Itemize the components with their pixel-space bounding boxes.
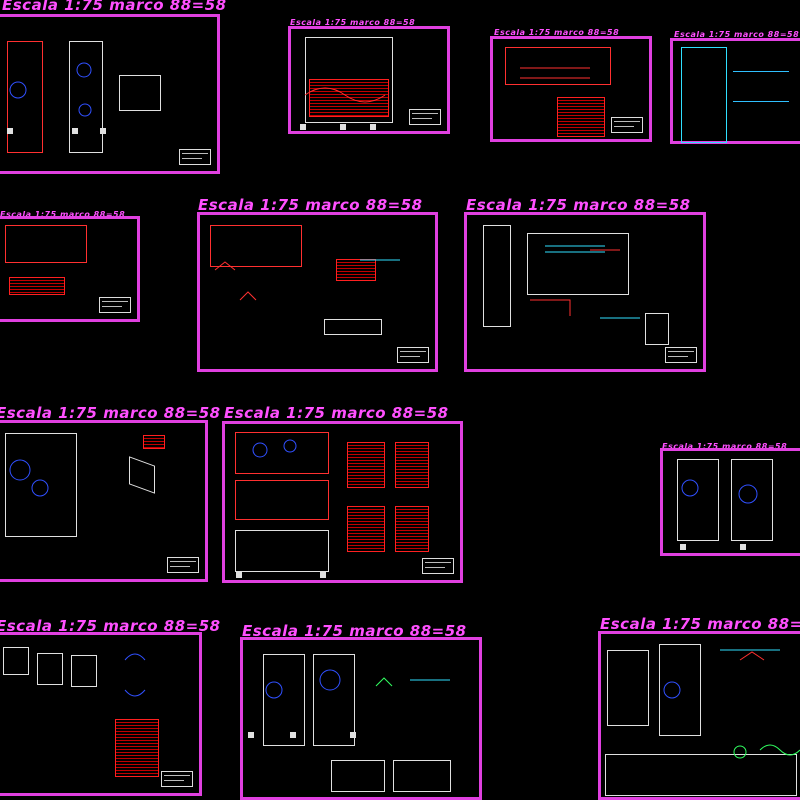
roof-plan [505,47,611,85]
legend-table [395,442,429,488]
floor-plan [263,654,305,746]
title-block [397,347,429,363]
title-block [422,558,454,574]
drawing-sheet-12[interactable] [240,637,482,800]
detail-drawing [37,653,63,685]
sheet-title: Escala 1:75 marco 88=58 [600,615,800,633]
detail-drawing [527,233,629,295]
ceiling-plan [210,225,302,267]
roof-plan [483,225,511,327]
drawing-sheet-5[interactable] [0,216,140,322]
elevation-drawing [607,650,649,726]
sheet-title: Escala 1:75 marco 88=58 [198,196,423,214]
floor-plan [235,432,329,474]
sheet-title: Escala 1:75 marco 88=58 [0,210,126,219]
detail-drawing [324,319,382,335]
sheet-title: Escala 1:75 marco 88=58 [662,442,788,451]
schedule-table [115,719,159,777]
floor-plan [731,459,773,541]
drawing-sheet-9[interactable] [222,421,463,583]
title-block [161,771,193,787]
notes-table [605,754,797,796]
sheet-title: Escala 1:75 marco 88=58 [242,622,467,640]
dimension-line [733,71,789,72]
title-block [167,557,199,573]
drawing-sheet-7[interactable] [464,212,706,372]
sheet-title: Escala 1:75 marco 88=58 [2,0,227,14]
title-block [611,117,643,133]
drawing-sheet-3[interactable] [490,36,652,142]
legend-table [395,506,429,552]
legend-table [9,277,65,295]
sheet-title: Escala 1:75 marco 88=58 [290,18,416,27]
legend-table [336,259,376,281]
notes-box [331,760,385,792]
sheet-title: Escala 1:75 marco 88=58 [674,30,800,39]
detail-drawing [71,655,97,687]
notes-box [393,760,451,792]
floor-plan [659,644,701,736]
floor-plan [677,459,719,541]
title-block [99,297,131,313]
notes-box [645,313,669,345]
ceiling-plan [5,225,87,263]
drawing-sheet-4[interactable] [670,38,800,144]
title-block [179,149,211,165]
sheet-title: Escala 1:75 marco 88=58 [0,404,221,422]
title-block [409,109,441,125]
drawing-sheet-10[interactable] [660,448,800,556]
floor-plan [305,37,393,123]
title-block [665,347,697,363]
drawing-sheet-1[interactable] [0,14,220,174]
drawing-sheet-8[interactable] [0,420,208,582]
floor-plan [313,654,355,746]
section-drawing [119,75,161,111]
sheet-title: Escala 1:75 marco 88=58 [466,196,691,214]
legend-table [347,506,385,552]
legend-table [143,435,165,449]
legend-table [557,97,605,137]
floor-plan [681,47,727,143]
sheet-title: Escala 1:75 marco 88=58 [0,617,221,635]
sheet-title: Escala 1:75 marco 88=58 [494,28,620,37]
drawing-sheet-6[interactable] [197,212,438,372]
floor-plan [7,41,43,153]
sheet-title: Escala 1:75 marco 88=58 [224,404,449,422]
drawing-sheet-13[interactable] [598,631,800,800]
floor-plan [5,433,77,537]
floor-plan [235,530,329,572]
legend-table [347,442,385,488]
detail-drawing [3,647,29,675]
floor-plan [69,41,103,153]
floor-plan [235,480,329,520]
drawing-sheet-11[interactable] [0,632,202,796]
dimension-line [733,101,789,102]
